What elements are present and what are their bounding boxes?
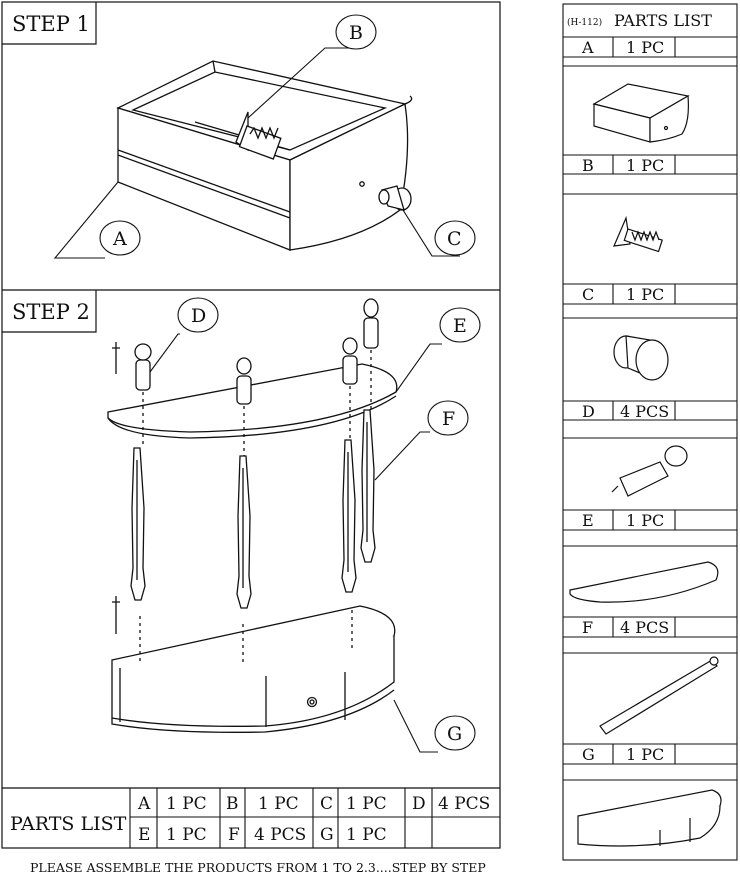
side-row-qty: 1 PC xyxy=(626,511,664,530)
bp-r1-letter: A xyxy=(137,794,151,814)
main-frame xyxy=(1,1,501,849)
side-row-qty: 1 PC xyxy=(626,38,664,57)
table-drawing xyxy=(107,298,398,733)
footer-note: PLEASE ASSEMBLE THE PRODUCTS FROM 1 TO 2… xyxy=(30,860,486,875)
bp-r2-qty: 1 PC xyxy=(166,825,207,845)
side-row-letter: G xyxy=(582,745,595,764)
side-row-qty: 1 PC xyxy=(626,156,664,175)
side-row-letter: D xyxy=(582,402,595,421)
side-row-letter: C xyxy=(582,285,594,304)
bottom-parts-header: PARTS LIST xyxy=(10,813,127,835)
side-parts-list xyxy=(562,3,738,861)
step1-title: STEP 1 xyxy=(12,12,90,36)
bp-r1-qty: 1 PC xyxy=(258,794,299,814)
callout-e: E xyxy=(453,315,467,337)
bp-r2-letter: G xyxy=(320,825,334,845)
side-row-qty: 1 PC xyxy=(626,745,664,764)
bp-r1-qty: 1 PC xyxy=(346,794,387,814)
side-part-drawer xyxy=(592,83,690,143)
bp-r1-qty: 1 PC xyxy=(166,794,207,814)
callout-f: F xyxy=(442,408,455,430)
bp-r1-letter: C xyxy=(320,794,333,814)
bp-r2-letter: E xyxy=(138,825,150,845)
side-row-letter: B xyxy=(582,156,594,175)
callout-b: B xyxy=(349,22,363,44)
side-row-qty: 4 PCS xyxy=(620,618,669,637)
side-part-screw xyxy=(613,215,663,253)
bp-r2-qty: 4 PCS xyxy=(254,825,306,845)
side-row-letter: A xyxy=(581,38,594,57)
drawer-drawing xyxy=(116,60,413,251)
step2-title: STEP 2 xyxy=(12,300,90,324)
callout-d: D xyxy=(191,305,206,327)
bottom-parts-table xyxy=(129,788,500,848)
callout-c: C xyxy=(447,228,462,250)
bp-r1-letter: D xyxy=(412,794,426,814)
bp-r2-letter: F xyxy=(228,825,240,845)
side-part-shelf xyxy=(569,561,719,603)
callout-g: G xyxy=(447,723,462,745)
side-part-knob xyxy=(613,335,669,381)
side-row-qty: 1 PC xyxy=(626,285,664,304)
side-row-letter: F xyxy=(582,618,593,637)
side-row-qty: 4 PCS xyxy=(620,402,669,421)
callout-a: A xyxy=(112,228,127,250)
bp-r1-letter: B xyxy=(226,794,239,814)
side-part-finial xyxy=(611,445,688,497)
side-row-letter: E xyxy=(582,511,594,530)
bp-r1-qty: 4 PCS xyxy=(438,794,490,814)
side-code: (H-112) xyxy=(567,17,602,28)
side-part-base xyxy=(577,789,722,847)
side-part-leg xyxy=(599,656,719,735)
bp-r2-qty: 1 PC xyxy=(346,825,387,845)
side-title: PARTS LIST xyxy=(614,11,712,30)
